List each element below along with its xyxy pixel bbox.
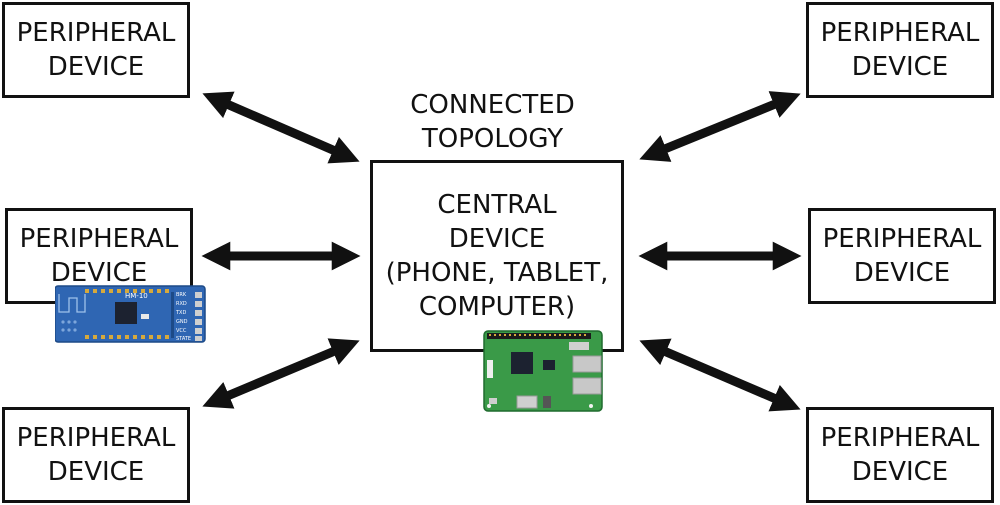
pin-label: BRK (176, 292, 187, 298)
ble-model-text: HM-10 (125, 292, 148, 300)
central-device-label: CENTRAL DEVICE (PHONE, TABLET, COMPUTER) (385, 190, 609, 322)
peripheral-label: PERIPHERAL DEVICE (820, 18, 980, 82)
pin-label: GND (176, 319, 188, 325)
peripheral-label: PERIPHERAL DEVICE (820, 423, 980, 487)
diagram-title: CONNECTED TOPOLOGY (410, 90, 575, 154)
pin-label: RXD (176, 301, 187, 307)
pin-label: STATE (176, 336, 191, 342)
arrow-bottom-right (639, 338, 801, 412)
peripheral-box-bottom-left: PERIPHERAL DEVICE (2, 407, 190, 503)
peripheral-box-top-right: PERIPHERAL DEVICE (806, 2, 994, 98)
raspberry-pi-board-image (483, 330, 603, 412)
pin-label: VCC (176, 328, 187, 334)
peripheral-box-top-left: PERIPHERAL DEVICE (2, 2, 190, 98)
central-device-box: CENTRAL DEVICE (PHONE, TABLET, COMPUTER) (370, 160, 624, 352)
pin-label: TXD (175, 310, 186, 316)
arrow-top-right (639, 91, 801, 162)
peripheral-box-bottom-right: PERIPHERAL DEVICE (806, 407, 994, 503)
arrow-bottom-left (202, 338, 360, 409)
ble-module-image: HM-10 BRK RXD TXD GND VCC STATE (55, 285, 206, 343)
peripheral-label: PERIPHERAL DEVICE (16, 18, 176, 82)
peripheral-label: PERIPHERAL DEVICE (822, 224, 982, 288)
arrow-top-left (202, 91, 360, 164)
peripheral-box-mid-right: PERIPHERAL DEVICE (808, 208, 996, 304)
peripheral-label: PERIPHERAL DEVICE (16, 423, 176, 487)
peripheral-label: PERIPHERAL DEVICE (19, 224, 179, 288)
